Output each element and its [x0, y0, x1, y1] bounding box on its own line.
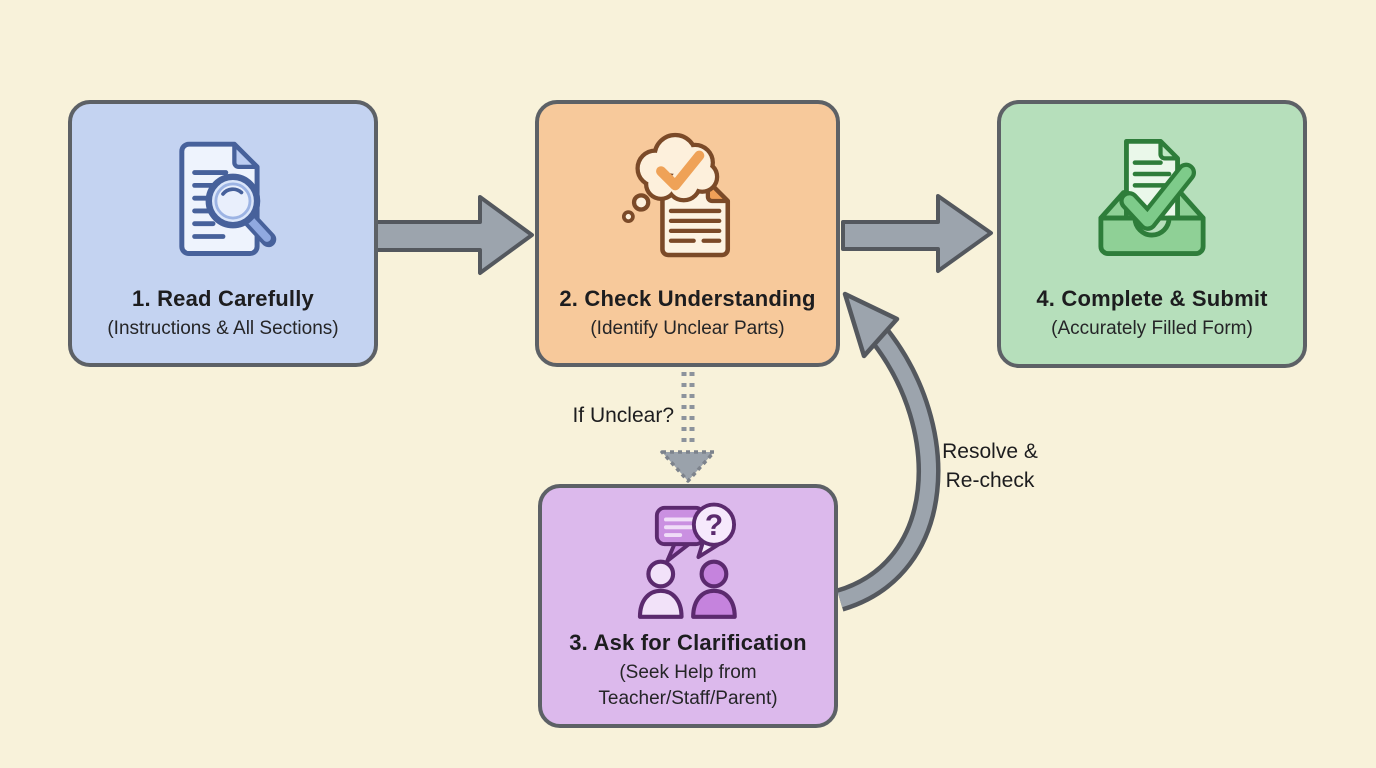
inbox-check-icon: [1098, 138, 1206, 256]
step-box-complete-submit: 4. Complete & Submit (Accurately Filled …: [997, 100, 1307, 368]
step-box-check-understanding: 2. Check Understanding (Identify Unclear…: [535, 100, 840, 367]
step-title: 4. Complete & Submit: [1036, 286, 1268, 311]
arrow-step2-to-step4: [841, 194, 993, 273]
thought-check-document-icon: [621, 132, 730, 258]
step-subtitle: (Seek Help from Teacher/Staff/Parent): [598, 662, 778, 709]
step-subtitle: (Accurately Filled Form): [1051, 318, 1253, 339]
document-magnifier-icon: [179, 141, 277, 257]
arrow-step1-to-step2: [374, 195, 534, 275]
resolve-recheck-label-line2: Re-check: [945, 469, 1035, 493]
step-title: 2. Check Understanding: [559, 286, 816, 311]
resolve-recheck-label-line1: Resolve &: [942, 440, 1038, 463]
step-subtitle: (Identify Unclear Parts): [590, 318, 785, 339]
if-unclear-label: If Unclear?: [572, 404, 674, 427]
people-question-icon: ?: [637, 502, 737, 619]
svg-text:?: ?: [705, 509, 723, 542]
curved-arrow-step3-to-step2: [836, 291, 941, 612]
step-subtitle: (Instructions & All Sections): [107, 318, 339, 339]
step-title: 3. Ask for Clarification: [569, 630, 807, 655]
step-box-ask-clarification: ? 3. Ask for Clarification (Seek Help fr…: [538, 484, 838, 728]
step-title: 1. Read Carefully: [132, 286, 314, 311]
resolve-recheck-label: Resolve & Re-check: [922, 437, 1058, 496]
step-box-read-carefully: 1. Read Carefully (Instructions & All Se…: [68, 100, 378, 367]
